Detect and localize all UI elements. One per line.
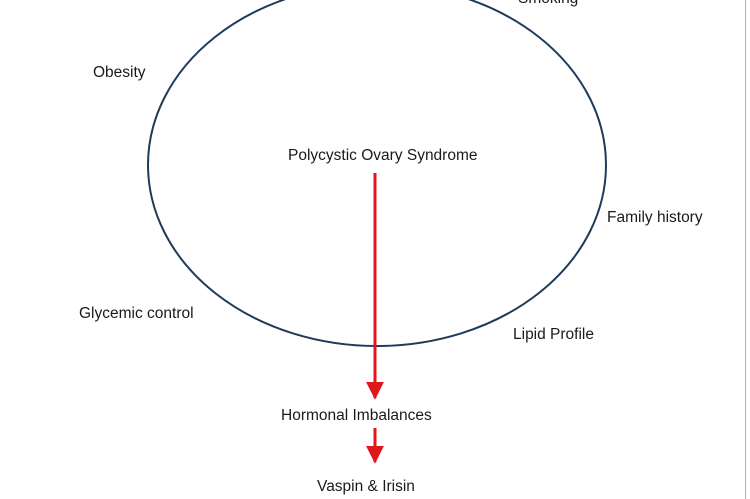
- label-vaspin-irisin: Vaspin & Irisin: [317, 478, 415, 495]
- label-glycemic-control: Glycemic control: [79, 305, 194, 322]
- label-obesity: Obesity: [93, 64, 146, 81]
- right-edge-line: [745, 0, 746, 499]
- label-family-history: Family history: [607, 209, 703, 226]
- label-smoking: Smoking: [518, 0, 578, 8]
- label-lipid-profile: Lipid Profile: [513, 326, 594, 343]
- label-hormonal-imbalances: Hormonal Imbalances: [281, 407, 432, 424]
- label-pcos: Polycystic Ovary Syndrome: [288, 147, 478, 164]
- pcos-ellipse: [147, 0, 607, 347]
